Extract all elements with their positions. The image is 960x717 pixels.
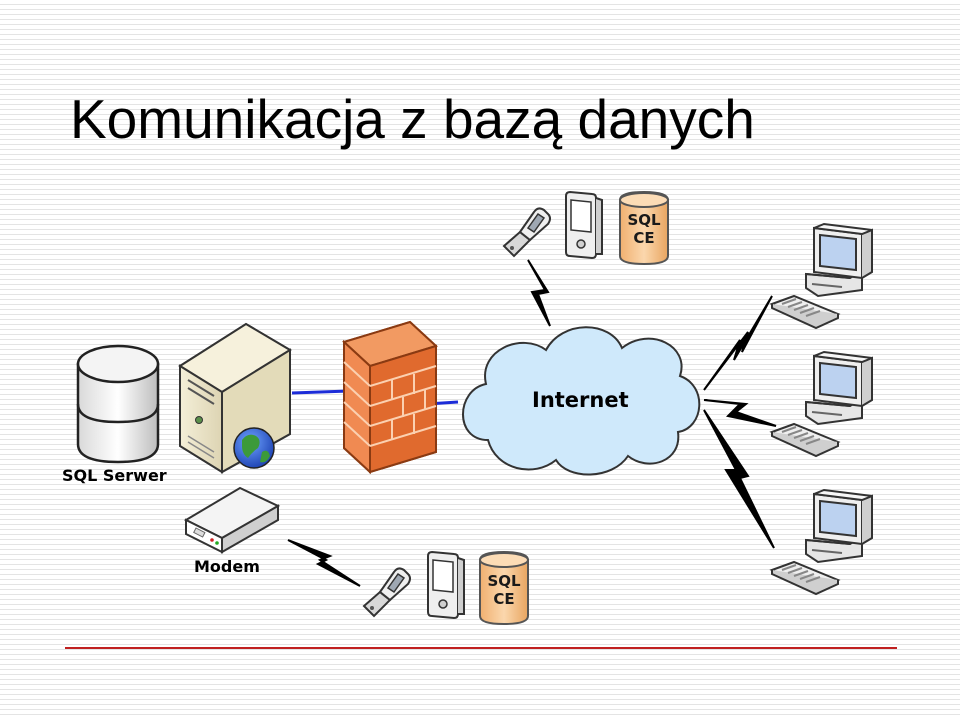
pda-icon — [427, 551, 465, 619]
internet-cloud-icon — [462, 326, 701, 476]
lightning-link-icon — [287, 539, 361, 587]
lightning-link-icon — [703, 399, 777, 427]
flip-phone-icon — [363, 567, 411, 617]
flip-phone-icon — [503, 207, 551, 257]
sql-ce-bottom-label: SQL CE — [487, 572, 521, 608]
slide-title: Komunikacja z bazą danych — [70, 88, 755, 150]
sql-ce-top-label: SQL CE — [627, 211, 661, 247]
internet-label: Internet — [532, 388, 629, 412]
modem-icon — [183, 486, 281, 554]
pda-icon — [565, 191, 603, 259]
modem-label: Modem — [194, 557, 260, 576]
database-cylinder-icon — [76, 344, 160, 464]
firewall-brick-icon — [342, 320, 438, 475]
footer-divider — [65, 647, 897, 649]
desktop-computer-icon — [771, 489, 873, 595]
lightning-link-icon — [527, 259, 551, 327]
globe-icon — [233, 427, 275, 469]
desktop-computer-icon — [771, 223, 873, 329]
lightning-link-icon — [703, 409, 775, 549]
lightning-link-icon — [703, 295, 773, 391]
sql-server-label: SQL Serwer — [62, 466, 167, 485]
desktop-computer-icon — [771, 351, 873, 457]
